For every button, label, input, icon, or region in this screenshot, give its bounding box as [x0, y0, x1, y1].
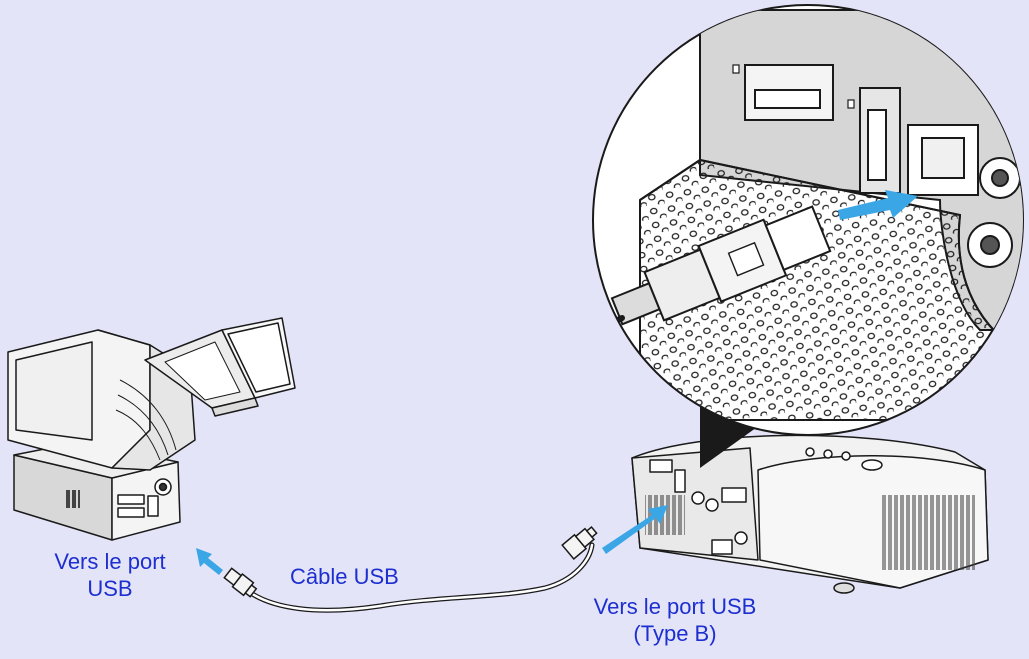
projector	[631, 400, 989, 594]
arrow-right-icon	[838, 190, 918, 220]
projector-usb-port-label-line1: Vers le port USB	[593, 594, 757, 619]
usb-cable	[223, 526, 598, 613]
arrow-up-left-icon	[196, 548, 223, 575]
zoom-detail	[592, 4, 1024, 436]
computer-usb-port-label-line1: Vers le port	[54, 549, 166, 574]
laptop-computer	[144, 317, 296, 417]
computer-usb-port-label-line2: USB	[87, 576, 133, 601]
projector-usb-port-label: Vers le port USB (Type B)	[545, 593, 805, 647]
desktop-computer	[7, 329, 196, 541]
projector-usb-port-label-line2: (Type B)	[633, 621, 717, 646]
arrow-up-right-icon	[602, 505, 668, 554]
usb-cable-label: Câble USB	[290, 564, 399, 589]
computer-usb-port-label: Vers le port USB	[20, 548, 200, 602]
